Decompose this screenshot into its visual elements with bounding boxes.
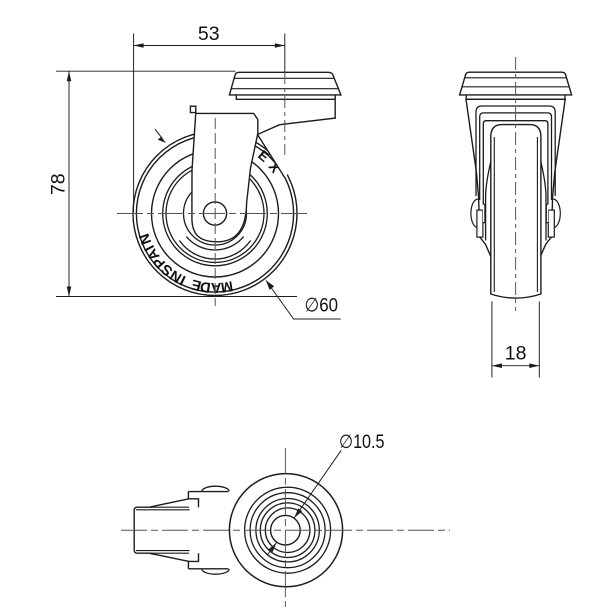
svg-text:78: 78 [48,173,70,195]
svg-text:I: I [142,242,158,253]
svg-text:∅10.5: ∅10.5 [339,432,385,453]
svg-text:M: M [219,277,233,295]
svg-text:E: E [189,276,203,294]
svg-text:I: I [178,272,189,288]
svg-text:D: D [199,278,211,295]
svg-text:18: 18 [505,343,527,365]
svg-text:∅60: ∅60 [305,295,339,317]
svg-text:A: A [210,279,221,295]
svg-text:N: N [137,231,156,246]
svg-text:53: 53 [198,23,220,45]
